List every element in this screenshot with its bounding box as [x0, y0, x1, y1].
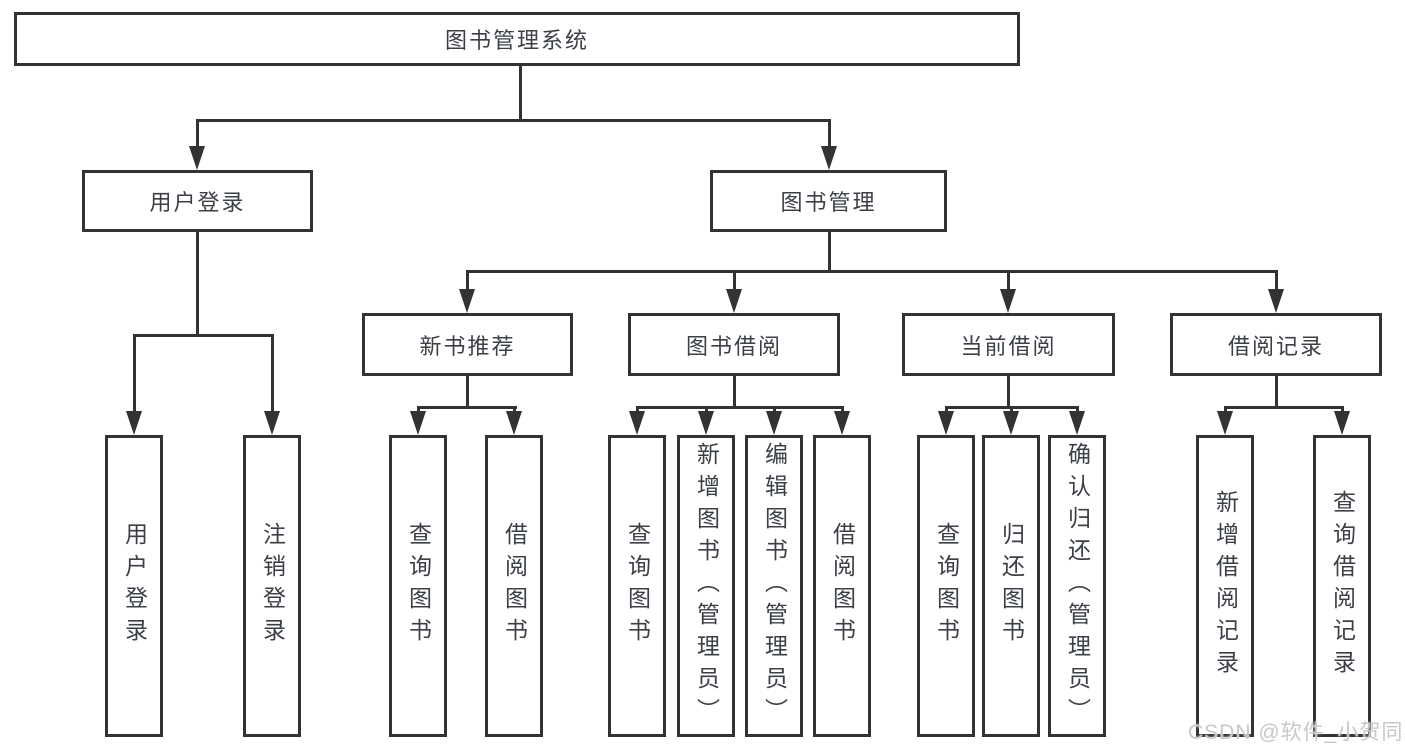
leaf-logout: 注销登录	[243, 435, 301, 737]
connector-to-new-book	[466, 270, 469, 293]
arrowhead-bb-leaf3-icon	[766, 411, 782, 435]
node-book-borrowing: 图书借阅	[628, 313, 840, 376]
arrowhead-nb-leaf1-icon	[410, 411, 426, 435]
leaf-edit-book-admin: 编辑图书（管理员）	[745, 435, 803, 737]
arrowhead-leaf-user-login-icon	[126, 411, 142, 435]
connector-level3-bus	[466, 270, 1278, 273]
leaf-borrow-books-1: 借阅图书	[485, 435, 543, 737]
arrowhead-cb-leaf3-icon	[1069, 411, 1085, 435]
node-user-login: 用户登录	[82, 170, 313, 232]
connector-book-borrowing-stem	[733, 376, 736, 409]
arrowhead-nb-leaf2-icon	[506, 411, 522, 435]
arrowhead-new-book-icon	[459, 289, 475, 313]
connector-level1-bus	[196, 119, 831, 122]
node-book-management: 图书管理	[710, 170, 947, 232]
connector-new-book-bus	[417, 406, 517, 409]
leaf-add-borrow-record: 新增借阅记录	[1196, 435, 1254, 737]
connector-to-leaf-user-login	[133, 334, 136, 414]
node-borrow-records: 借阅记录	[1170, 313, 1382, 376]
arrowhead-book-management-icon	[821, 146, 837, 170]
node-library-system: 图书管理系统	[14, 12, 1020, 66]
connector-to-current-borrowing	[1007, 270, 1010, 293]
connector-book-borrowing-bus	[636, 406, 844, 409]
connector-new-book-stem	[466, 376, 469, 409]
arrowhead-bb-leaf1-icon	[629, 411, 645, 435]
arrowhead-br-leaf1-icon	[1217, 411, 1233, 435]
arrowhead-cb-leaf1-icon	[938, 411, 954, 435]
arrowhead-book-borrowing-icon	[726, 289, 742, 313]
leaf-query-books-1: 查询图书	[389, 435, 447, 737]
connector-borrow-records-bus	[1224, 406, 1344, 409]
node-new-book-recommend: 新书推荐	[362, 313, 573, 376]
csdn-watermark: CSDN @软件_小贺同学	[1188, 721, 1405, 744]
arrowhead-bb-leaf4-icon	[834, 411, 850, 435]
connector-to-book-management	[828, 119, 831, 149]
leaf-query-borrow-record: 查询借阅记录	[1313, 435, 1371, 737]
leaf-query-books-2: 查询图书	[608, 435, 666, 737]
leaf-return-books: 归还图书	[982, 435, 1040, 737]
connector-to-user-login	[196, 119, 199, 149]
connector-to-book-borrowing	[733, 270, 736, 293]
arrowhead-bb-leaf2-icon	[698, 411, 714, 435]
connector-to-leaf-logout	[271, 334, 274, 414]
leaf-query-books-3: 查询图书	[917, 435, 975, 737]
arrowhead-user-login-icon	[189, 146, 205, 170]
connector-root-stem	[519, 66, 522, 122]
leaf-borrow-books-2: 借阅图书	[813, 435, 871, 737]
arrowhead-cb-leaf2-icon	[1003, 411, 1019, 435]
connector-user-login-bus	[133, 334, 274, 337]
connector-current-borrowing-stem	[1007, 376, 1010, 409]
leaf-confirm-return-admin: 确认归还（管理员）	[1048, 435, 1106, 737]
arrowhead-borrow-records-icon	[1268, 289, 1284, 313]
arrowhead-br-leaf2-icon	[1334, 411, 1350, 435]
node-current-borrowing: 当前借阅	[902, 313, 1115, 376]
leaf-user-login: 用户登录	[105, 435, 163, 737]
connector-book-management-stem	[828, 232, 831, 273]
arrowhead-leaf-logout-icon	[264, 411, 280, 435]
connector-to-borrow-records	[1275, 270, 1278, 293]
connector-borrow-records-stem	[1275, 376, 1278, 409]
leaf-add-book-admin: 新增图书（管理员）	[677, 435, 735, 737]
arrowhead-current-borrowing-icon	[1000, 289, 1016, 313]
connector-user-login-stem	[196, 232, 199, 337]
